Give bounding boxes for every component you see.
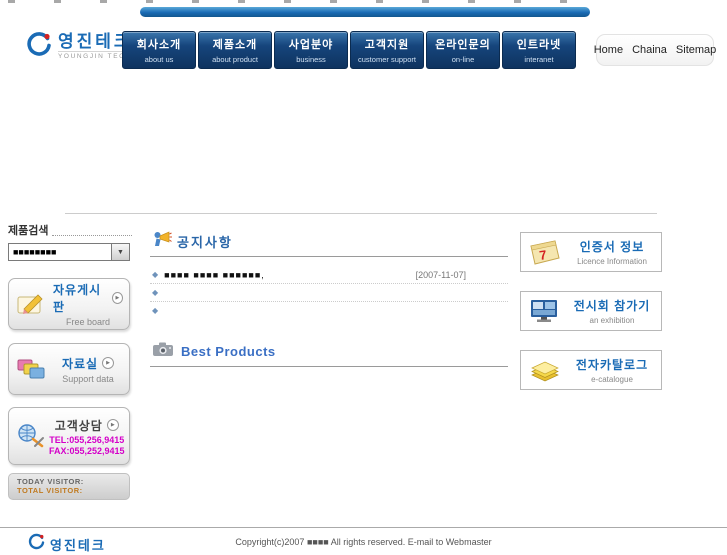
nav-online-label: 온라인문의 [435, 39, 491, 51]
customer-counsel-box[interactable]: 고객상담 ▶ TEL:055,256,9415 FAX:055,252,9415 [8, 407, 130, 465]
arrow-circle-icon[interactable]: ▶ [102, 357, 115, 369]
best-products-title: Best Products [181, 344, 276, 359]
content-divider [65, 213, 657, 214]
nav-company-label: 회사소개 [136, 39, 182, 51]
notice-item-date: [2007-11-07] [415, 269, 466, 280]
pencil-icon [15, 291, 49, 317]
support-data-title: 자료실 [61, 356, 99, 371]
utility-sitemap-link[interactable]: Sitemap [675, 44, 717, 56]
globe-tools-icon [15, 422, 45, 450]
nav-intranet-button[interactable]: 인트라넷 interanet [502, 31, 576, 69]
top-dashed-line [8, 0, 590, 3]
quicklink-exhibition[interactable]: 전시회 참가기 an exhibition [520, 291, 662, 331]
best-products-header: Best Products [152, 341, 276, 362]
svg-text:7: 7 [538, 247, 547, 263]
product-search-value: ■■■■■■■■ [13, 247, 57, 257]
customer-counsel-title: 고객상담 [54, 418, 103, 433]
logo-english-name: YOUNGJIN TECH [58, 51, 133, 60]
nav-company-button[interactable]: 회사소개 about us [122, 31, 196, 69]
support-data-box[interactable]: 자료실 ▶ Support data [8, 343, 130, 395]
nav-support-label: 고객지원 [364, 39, 410, 51]
quicklink-exhibition-subtitle: an exhibition [589, 316, 635, 325]
nav-support-sublabel: customer support [358, 55, 416, 64]
notice-list: ◆ ■■■■ ■■■■ ■■■■■■, [2007-11-07] ◆ ◆ [150, 266, 508, 319]
quicklink-exhibition-title: 전시회 참가기 [573, 299, 651, 313]
notice-item-title[interactable]: ■■■■ ■■■■ ■■■■■■, [164, 269, 265, 280]
nav-product-sublabel: about product [212, 55, 258, 64]
footer-divider [0, 527, 727, 528]
notice-header: 공지사항 [152, 230, 233, 252]
today-visitor-label: TODAY VISITOR: [17, 477, 84, 486]
nav-company-sublabel: about us [144, 55, 174, 64]
notice-row: ◆ [150, 284, 508, 302]
certificate-icon: 7 [527, 239, 563, 266]
utility-home-link[interactable]: Home [593, 44, 624, 56]
quicklink-catalogue-subtitle: e-catalogue [591, 375, 633, 384]
nav-support-button[interactable]: 고객지원 customer support [350, 31, 424, 69]
quicklink-catalogue-title: 전자카탈로그 [575, 358, 649, 372]
product-search-select[interactable]: ■■■■■■■■ ▼ [8, 243, 130, 261]
nav-product-button[interactable]: 제품소개 about product [198, 31, 272, 69]
nav-business-label: 사업분야 [288, 39, 334, 51]
logo[interactable]: 영진테크 YOUNGJIN TECH [26, 31, 133, 62]
nav-online-sublabel: on-line [451, 55, 475, 64]
arrow-circle-icon[interactable]: ▶ [106, 419, 119, 431]
visitor-counter-box: TODAY VISITOR: TOTAL VISITOR: [8, 473, 130, 500]
bullet-icon: ◆ [152, 270, 159, 279]
product-search-label: 제품검색 [8, 225, 49, 237]
notice-divider [150, 256, 508, 257]
nav-intranet-label: 인트라넷 [516, 39, 562, 51]
arrow-circle-icon[interactable]: ▶ [111, 292, 123, 304]
top-blue-bar [140, 7, 590, 17]
nav-intranet-sublabel: interanet [524, 55, 554, 64]
nav-business-button[interactable]: 사업분야 business [274, 31, 348, 69]
utility-chaina-link[interactable]: Chaina [632, 44, 667, 56]
logo-icon [26, 31, 52, 62]
free-board-subtitle: Free board [65, 317, 111, 327]
utility-links: Home Chaina Sitemap [593, 34, 717, 66]
catalogue-icon [527, 358, 563, 383]
megaphone-icon [152, 230, 172, 252]
copyright-text: Copyright(c)2007 ■■■■ All rights reserve… [235, 537, 492, 547]
bullet-icon: ◆ [152, 288, 159, 297]
nav-business-sublabel: business [296, 55, 326, 64]
data-cards-icon [15, 357, 49, 381]
notice-row: ◆ [150, 302, 508, 319]
notice-row: ◆ ■■■■ ■■■■ ■■■■■■, [2007-11-07] [150, 266, 508, 284]
total-visitor-label: TOTAL VISITOR: [17, 486, 83, 495]
logo-korean-name: 영진테크 [58, 32, 133, 51]
nav-online-button[interactable]: 온라인문의 on-line [426, 31, 500, 69]
quicklink-certificate-title: 인증서 정보 [579, 240, 645, 254]
bullet-icon: ◆ [152, 306, 159, 315]
quicklink-certificate-subtitle: Licence Information [577, 257, 647, 266]
free-board-title: 자유게시판 [53, 283, 102, 314]
dropdown-arrow-icon[interactable]: ▼ [111, 244, 129, 260]
free-board-box[interactable]: 자유게시판 ▶ Free board [8, 278, 130, 330]
fax-number: FAX:055,252,9415 [49, 445, 125, 456]
product-search-label-row: 제품검색 [8, 222, 132, 238]
notice-title: 공지사항 [177, 234, 233, 250]
main-nav: 회사소개 about us 제품소개 about product 사업분야 bu… [122, 31, 576, 69]
best-products-divider [150, 366, 508, 367]
exhibition-icon [527, 299, 563, 324]
support-data-subtitle: Support data [62, 373, 114, 384]
quicklink-certificate[interactable]: 7 인증서 정보 Licence Information [520, 232, 662, 272]
nav-product-label: 제품소개 [212, 39, 258, 51]
camera-icon [152, 341, 174, 362]
quicklink-catalogue[interactable]: 전자카탈로그 e-catalogue [520, 350, 662, 390]
tel-number: TEL:055,256,9415 [49, 434, 125, 445]
dotted-filler [52, 235, 132, 236]
